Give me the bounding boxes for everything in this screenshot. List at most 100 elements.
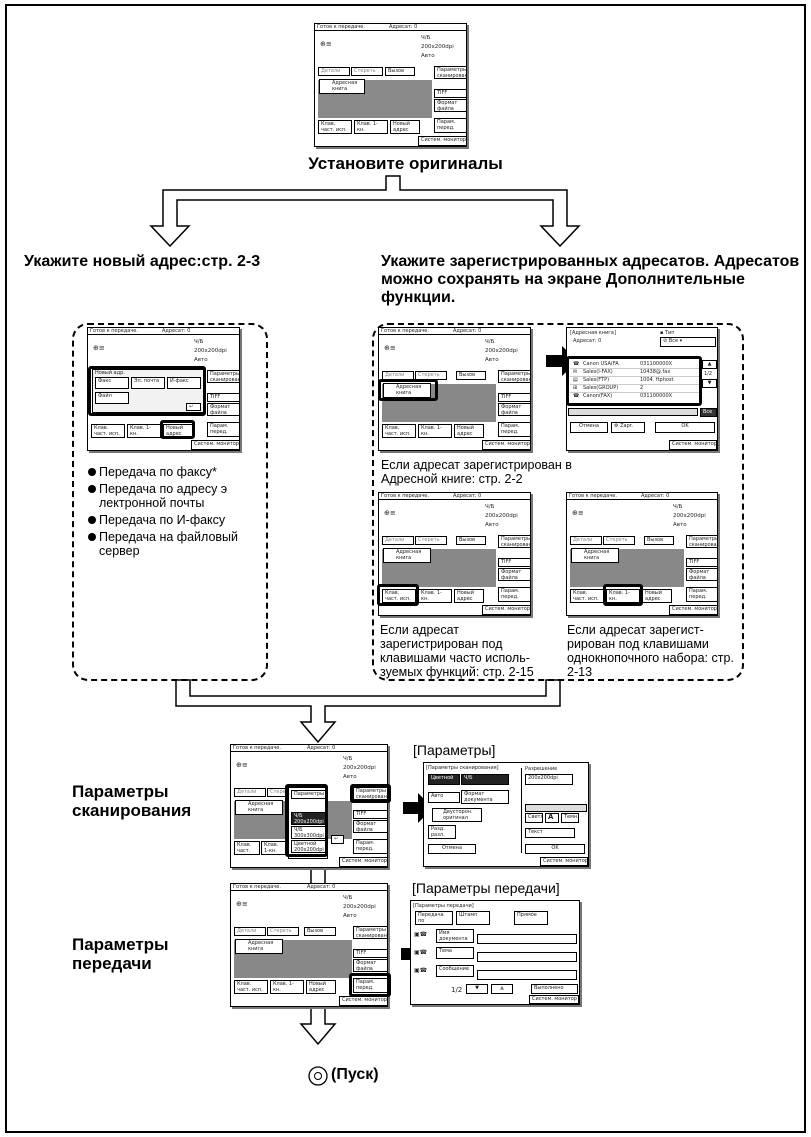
ok-button[interactable]: OK xyxy=(655,422,715,433)
new-address-button[interactable]: Новый адрес xyxy=(390,120,420,134)
system-monitor-button[interactable]: Систем. монитор xyxy=(669,605,717,615)
lighter-button[interactable]: Светл. xyxy=(525,813,543,823)
address-book-button[interactable]: Адресная книга xyxy=(235,800,283,815)
scan-params-button[interactable]: Параметры сканирован. xyxy=(498,535,530,548)
scroll-down-button[interactable]: ▼ xyxy=(702,379,717,388)
scan-params-button[interactable]: Параметры сканирован. xyxy=(207,370,239,383)
doc-name-field[interactable] xyxy=(477,934,577,944)
cancel-button[interactable]: Отмена xyxy=(428,844,476,854)
file-format-button[interactable]: Формат файла xyxy=(498,403,530,416)
address-row[interactable]: ▤Sales(FTP)1004. ftphost xyxy=(570,377,700,385)
scroll-up-button[interactable]: ▲ xyxy=(702,360,717,369)
direct-button[interactable]: Прямое xyxy=(514,911,548,925)
tiff-button[interactable]: TIFF xyxy=(353,810,387,819)
scroll-down-button[interactable]: ▼ xyxy=(466,984,488,994)
address-row[interactable]: ☎Canon(FAX)031100000X xyxy=(570,393,700,401)
recall-button[interactable]: Вызов xyxy=(456,536,486,545)
onetouch-button[interactable]: Клав. 1-кн. функций xyxy=(418,589,452,603)
favorites-button[interactable]: Клав. част. исп. ф-ий xyxy=(234,841,260,855)
bw-button[interactable]: Ч/Б xyxy=(461,774,509,785)
send-params-button[interactable]: Парам. перед. xyxy=(686,587,717,602)
favorites-button[interactable]: Клав. част. исп. ф-ий xyxy=(382,589,416,603)
letter-index-bar[interactable] xyxy=(568,408,698,416)
address-row[interactable]: ✉Sales(I-FAX)10438@.fax xyxy=(570,369,700,377)
system-monitor-button[interactable]: Систем. монитор xyxy=(339,857,387,867)
details-button[interactable]: Детали xyxy=(234,927,266,936)
address-book-button[interactable]: Адресная книга xyxy=(571,548,619,563)
file-button[interactable]: Файл xyxy=(95,392,129,404)
system-monitor-button[interactable]: Систем. монитор xyxy=(191,440,239,450)
scan-params-button[interactable]: Параметры сканирован. xyxy=(434,66,466,79)
subject-field[interactable] xyxy=(477,952,577,962)
new-address-button[interactable]: Новый адрес xyxy=(306,980,336,994)
send-params-button[interactable]: Парам. перед. xyxy=(353,839,387,854)
send-params-button[interactable]: Парам. перед. xyxy=(353,978,387,993)
onetouch-button[interactable]: Клав. 1-кн. функций xyxy=(418,424,452,438)
file-format-button[interactable]: Формат файла xyxy=(353,820,387,833)
enter-icon[interactable]: ↵ xyxy=(331,835,344,844)
onetouch-button[interactable]: Клав. 1-кн. функций xyxy=(127,424,161,438)
new-address-button[interactable]: Новый адрес xyxy=(642,589,672,603)
all-tab-button[interactable]: Все xyxy=(700,408,717,417)
ifax-button[interactable]: И-факс xyxy=(167,377,201,389)
message-field[interactable] xyxy=(477,970,577,980)
erase-button[interactable]: Стереть xyxy=(351,67,383,76)
density-slider[interactable] xyxy=(525,804,587,812)
scheduled-send-button[interactable]: Передача по расписанию xyxy=(415,911,453,925)
address-book-button-face[interactable]: Адресная книга xyxy=(319,79,365,94)
favorites-button[interactable]: Клав. част. исп. ф-ий xyxy=(382,424,416,438)
subject-button[interactable]: Тема xyxy=(436,947,474,959)
recall-button[interactable]: Вызов xyxy=(304,927,336,936)
recall-button[interactable]: Вызов xyxy=(644,536,674,545)
bw-200-option[interactable]: Ч/Б 200x200dpi xyxy=(291,812,326,825)
favorites-button[interactable]: Клав. част. исп. ф-ий xyxy=(91,424,125,438)
recall-button[interactable]: Вызов xyxy=(385,67,415,76)
send-params-button[interactable]: Парам. перед. xyxy=(498,587,530,602)
file-format-button[interactable]: Формат файла xyxy=(207,403,239,416)
address-book-button[interactable]: Адресная книга xyxy=(383,383,431,398)
system-monitor-button[interactable]: Систем. монитор xyxy=(418,136,466,146)
tiff-button[interactable]: TIFF xyxy=(686,558,717,567)
erase-button[interactable]: Стереть xyxy=(415,536,447,545)
scroll-up-button[interactable]: ▲ xyxy=(491,984,513,994)
erase-button[interactable]: Стереть xyxy=(267,788,287,797)
details-button[interactable]: Детали xyxy=(570,536,602,545)
file-format-button[interactable]: Формат файла xyxy=(353,959,387,972)
system-monitor-button[interactable]: Систем. монитор xyxy=(482,440,530,450)
onetouch-button[interactable]: Клав. 1-кн. функций xyxy=(606,589,640,603)
duplex-button[interactable]: Двусторон. оригинал xyxy=(432,808,482,822)
system-monitor-button[interactable]: Систем. монитор xyxy=(669,440,717,450)
favorites-button[interactable]: Клав. част. исп. ф-ий xyxy=(234,980,268,994)
system-monitor-button[interactable]: Систем. монитор xyxy=(540,857,588,866)
system-monitor-button[interactable]: Систем. монитор xyxy=(529,995,579,1004)
tiff-button[interactable]: TIFF xyxy=(434,89,466,98)
new-address-button[interactable]: Новый адрес xyxy=(454,424,484,438)
darker-button[interactable]: Темн. xyxy=(561,813,579,823)
stamp-button[interactable]: Штамп xyxy=(456,911,490,925)
send-params-button[interactable]: Парам. перед. xyxy=(498,422,530,437)
file-format-button[interactable]: Формат файла xyxy=(434,99,466,112)
color-200-option[interactable]: Цветной 200x200dpi xyxy=(291,840,326,853)
cancel-button[interactable]: Отмена xyxy=(570,422,608,433)
details-button[interactable]: Детали xyxy=(382,536,414,545)
done-button[interactable]: Выполнено xyxy=(531,984,578,994)
enter-icon[interactable]: ↵ xyxy=(186,403,201,411)
onetouch-button[interactable]: Клав. 1-кн. функций xyxy=(354,120,388,134)
auto-density-button[interactable]: A xyxy=(545,813,559,823)
tiff-button[interactable]: TIFF xyxy=(498,558,530,567)
doc-name-button[interactable]: Имя документа xyxy=(436,929,474,943)
address-book-button[interactable]: Адресная книга xyxy=(235,939,283,954)
color-button[interactable]: Цветной xyxy=(428,774,460,785)
email-button[interactable]: Эл. почта xyxy=(131,377,165,389)
auto-button[interactable]: Авто xyxy=(428,792,460,803)
send-params-button[interactable]: Парам. перед. xyxy=(207,422,239,437)
system-monitor-button[interactable]: Систем. монитор xyxy=(339,996,387,1006)
details-button[interactable]: Детали xyxy=(318,67,350,76)
scan-params-button[interactable]: Параметры сканирован. xyxy=(353,787,387,800)
register-button[interactable]: ⚙ Zapr. xyxy=(611,422,645,433)
resolution-select[interactable]: 200x200dpi xyxy=(525,774,573,785)
tiff-button[interactable]: TIFF xyxy=(207,393,239,402)
address-book-button[interactable]: Адресная книга xyxy=(383,548,431,563)
onetouch-button[interactable]: Клав. 1-кн. функций xyxy=(270,980,304,994)
